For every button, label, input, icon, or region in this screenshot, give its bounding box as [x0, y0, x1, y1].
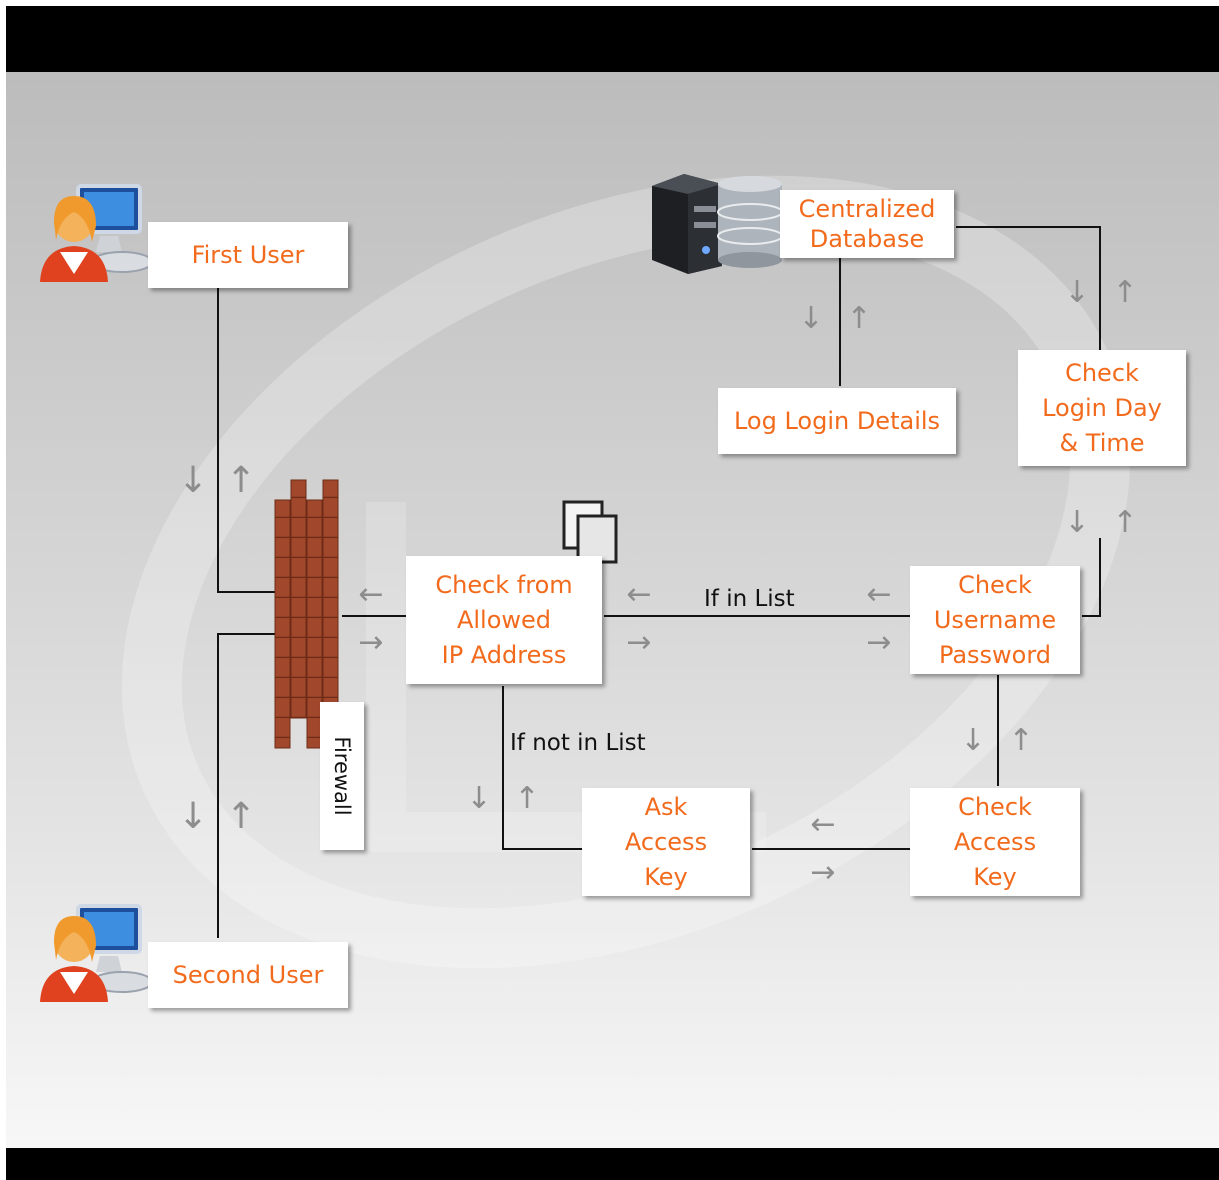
arrow-right-access-key: →	[810, 855, 836, 890]
label-if-not-in-list: If not in List	[510, 730, 646, 756]
bottom-black-bar	[6, 1148, 1219, 1180]
node-check-access-key: Check Access Key	[910, 788, 1080, 896]
arrow-down-loginday-bottom: ↓	[1064, 505, 1090, 540]
label-if-in-list: If in List	[704, 586, 795, 612]
node-log-login-details: Log Login Details	[718, 388, 956, 454]
node-check-allowed-ip: Check from Allowed IP Address	[406, 556, 602, 684]
node-second-user: Second User	[148, 942, 348, 1008]
line-askkey-ip	[502, 686, 582, 850]
second-user-icon	[40, 904, 153, 1002]
arrow-down-first-user: ↓	[178, 460, 209, 501]
node-centralized-database: Centralized Database	[780, 190, 954, 258]
arrow-down-second-user: ↓	[178, 796, 209, 837]
arrow-down-loginday-top: ↓	[1064, 275, 1090, 310]
arrow-up-not-in-list: ↑	[514, 781, 540, 816]
line-second-user-firewall	[217, 633, 276, 938]
arrow-left-firewall: ←	[358, 577, 384, 612]
line-first-user-firewall	[217, 288, 276, 593]
arrow-up-second-user: ↑	[226, 796, 257, 837]
arrow-left-access-key: ←	[810, 807, 836, 842]
node-ask-access-key: Ask Access Key	[582, 788, 750, 896]
top-black-bar	[6, 6, 1219, 72]
arrow-up-loginday-top: ↑	[1112, 275, 1138, 310]
connector-lines	[217, 226, 1101, 938]
arrow-right-ip: →	[626, 625, 652, 660]
diagram-frame: Firewall	[6, 6, 1219, 1180]
node-first-user: First User	[148, 222, 348, 288]
arrow-up-first-user: ↑	[226, 460, 257, 501]
arrow-right-username: →	[866, 625, 892, 660]
node-check-username-password: Check Username Password	[910, 566, 1080, 674]
firewall-label: Firewall	[330, 736, 354, 816]
line-username-loginday	[1082, 538, 1101, 617]
arrow-left-ip: ←	[626, 577, 652, 612]
first-user-icon	[40, 184, 153, 282]
arrow-left-username: ←	[866, 577, 892, 612]
firewall-icon	[274, 479, 339, 749]
arrow-up-loginday-bottom: ↑	[1112, 505, 1138, 540]
firewall-label-box: Firewall	[320, 702, 364, 850]
database-server-icon	[652, 174, 783, 274]
line-loginday-database	[956, 226, 1101, 350]
arrow-up-username: ↑	[1008, 723, 1034, 758]
node-check-login-day-time: Check Login Day & Time	[1018, 350, 1186, 466]
arrow-up-database: ↑	[846, 301, 872, 336]
arrow-down-username: ↓	[960, 723, 986, 758]
diagram-canvas: Firewall	[6, 72, 1219, 1148]
arrow-down-database: ↓	[798, 301, 824, 336]
arrow-down-not-in-list: ↓	[466, 781, 492, 816]
documents-icon	[562, 500, 618, 564]
arrow-right-firewall: →	[358, 625, 384, 660]
